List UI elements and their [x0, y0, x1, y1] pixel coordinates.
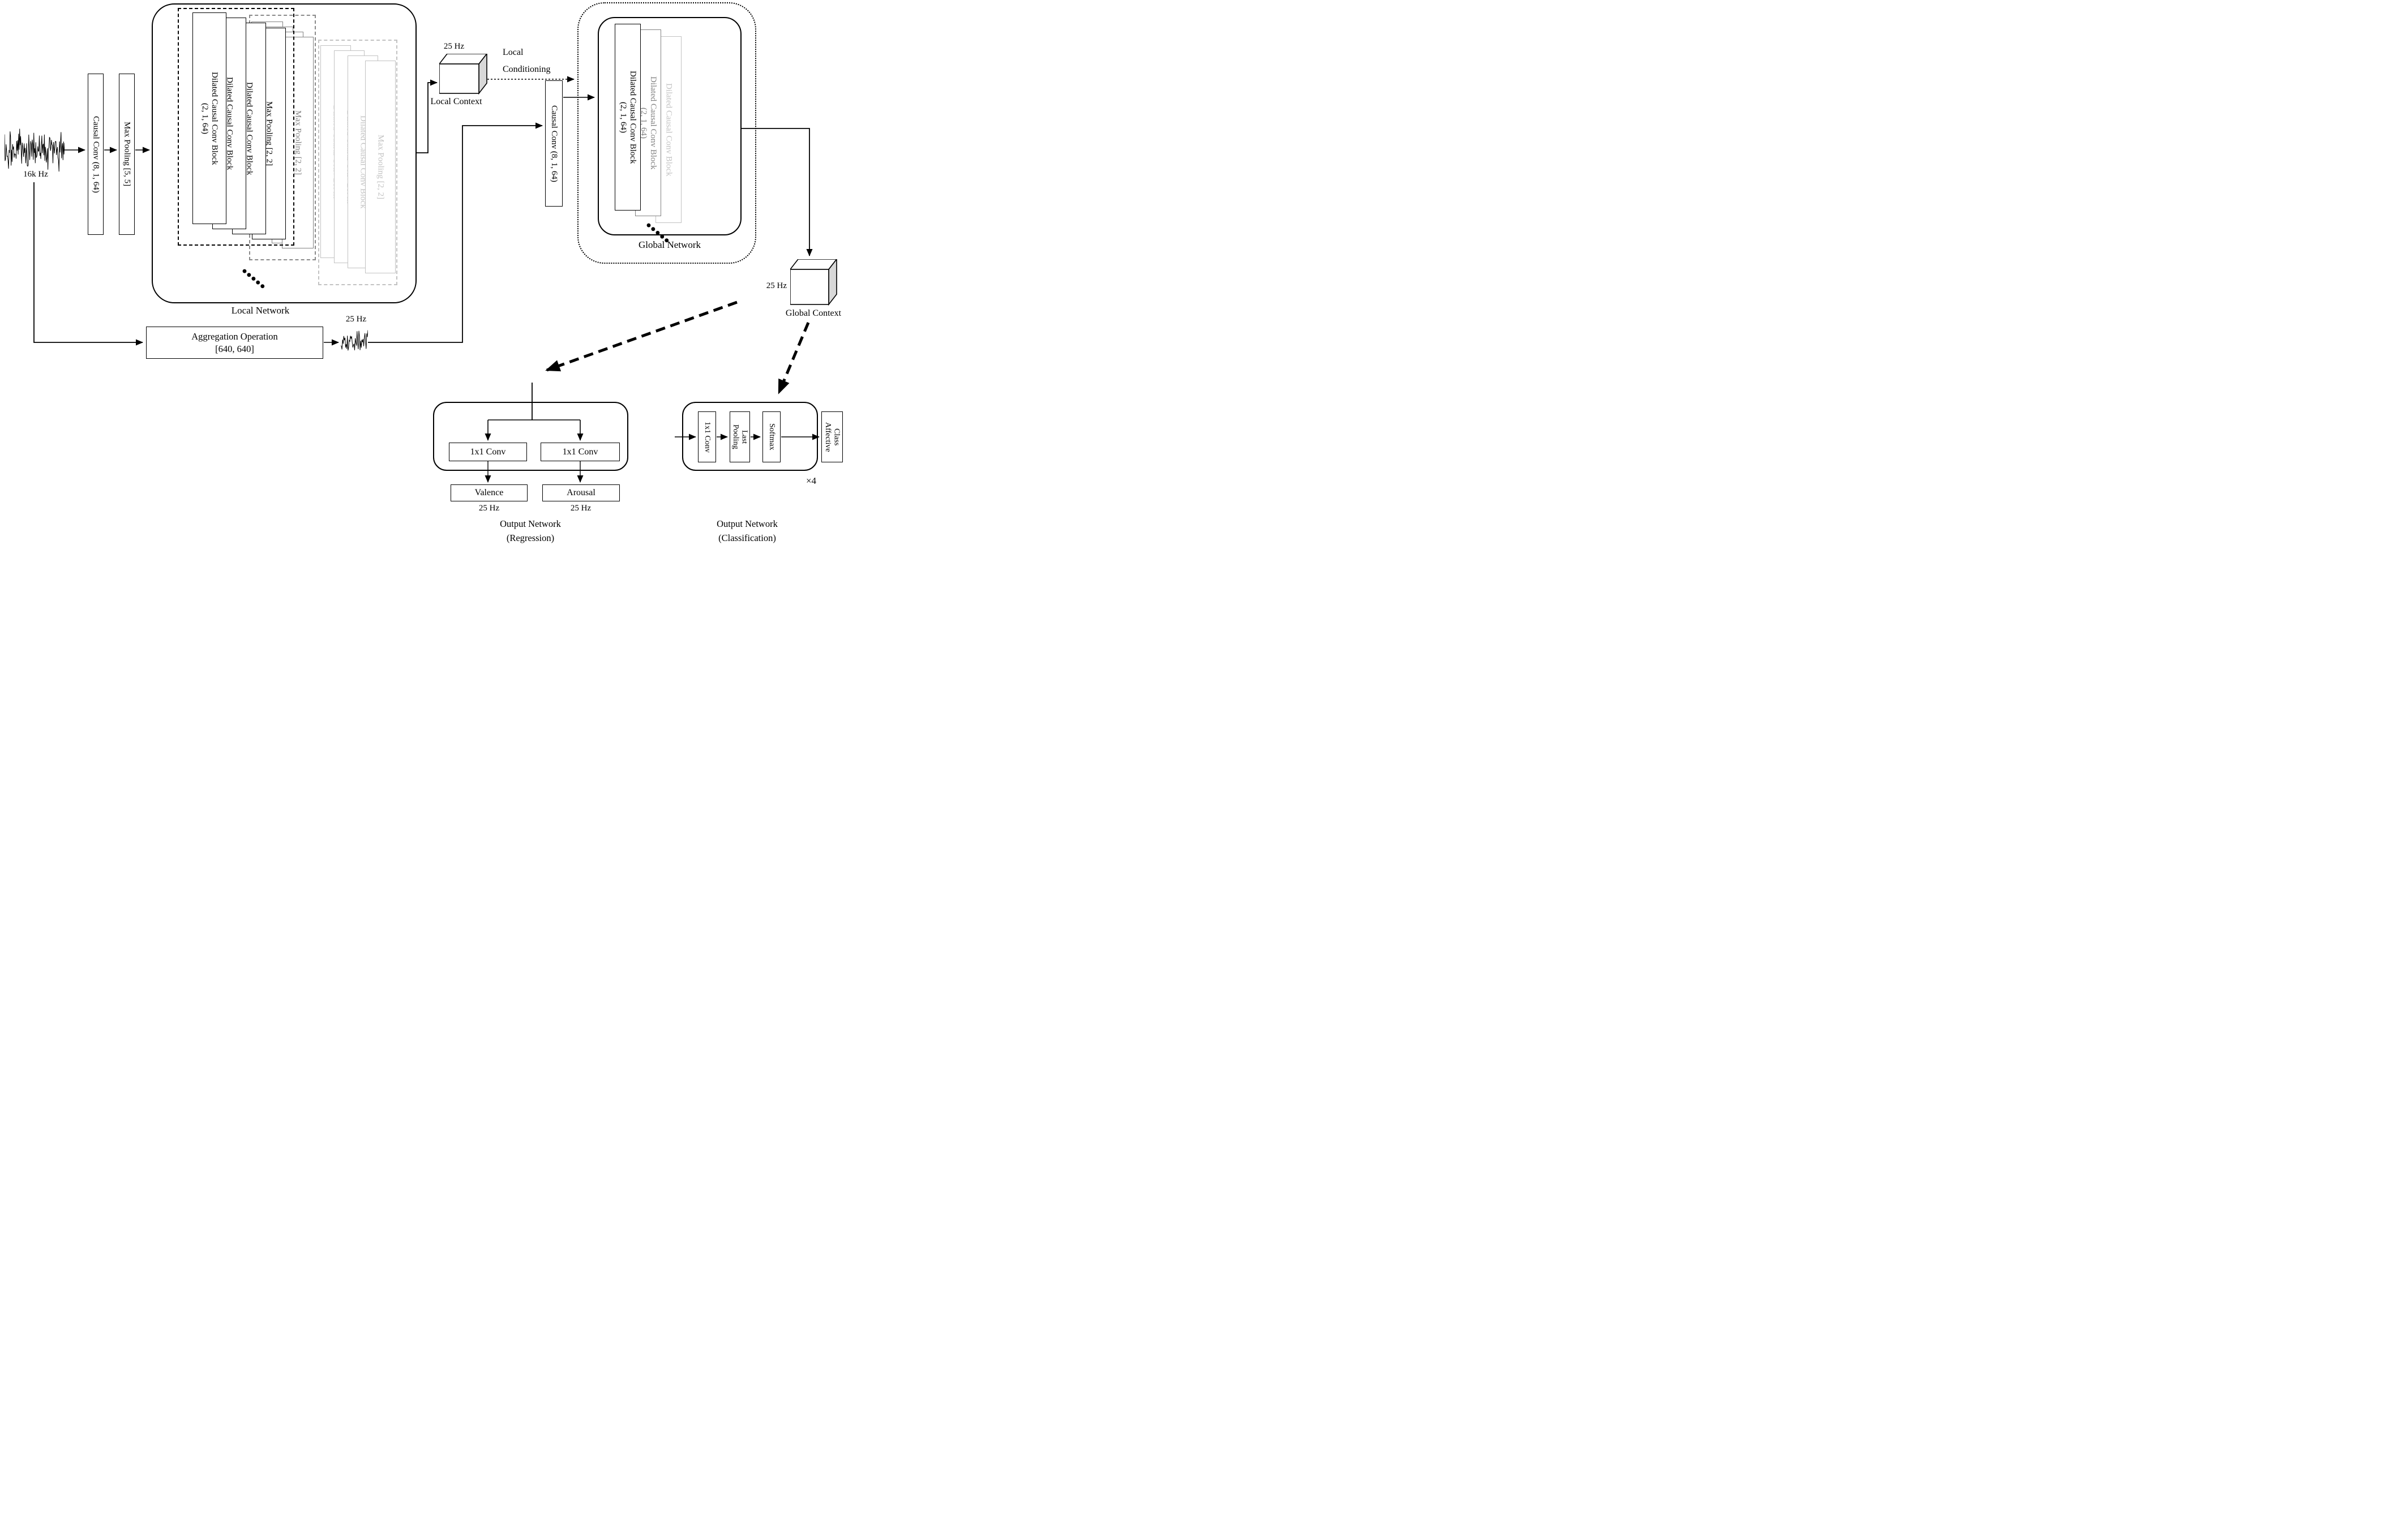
local-black-block-1: Dilated Causal Conv Block (2, 1, 64)	[192, 12, 226, 224]
local-black-block-1-label: Dilated Causal Conv Block (2, 1, 64)	[200, 71, 219, 165]
arrow-context-to-classification	[777, 322, 810, 394]
max-pooling-55-label: Max Pooling [5, 5]	[122, 122, 132, 187]
arousal-box: Arousal	[542, 484, 620, 501]
affective-class-label: Affective Class	[824, 422, 841, 452]
local-context-cube	[439, 54, 488, 95]
local-black-block-4-label: Max Pooling [2, 2]	[264, 101, 274, 166]
times-4-label: ×4	[805, 475, 817, 486]
architecture-diagram: 16k Hz Causal Conv (8, 1, 64) Max Poolin…	[0, 0, 876, 551]
input-rate-label: 16k Hz	[23, 170, 48, 179]
global-context-label: Global Context	[785, 308, 842, 318]
last-pooling-label: Last Pooling	[731, 424, 749, 449]
global-block-1: Dilated Causal Conv Block (2, 1, 64)	[615, 24, 641, 211]
local-context-rate: 25 Hz	[443, 42, 465, 51]
local-light-block-4: Max Pooling [2, 2]	[365, 61, 396, 273]
regression-network-box	[433, 402, 628, 471]
causal-conv-2-box: Causal Conv (8, 1, 64)	[545, 80, 563, 207]
valence-box: Valence	[451, 484, 528, 501]
local-network-label: Local Network	[231, 305, 290, 316]
global-context-cube	[790, 259, 838, 306]
arrow-context-to-regression	[545, 301, 738, 372]
waveform-25hz-icon	[341, 330, 368, 351]
conditioning-label-2: Conditioning	[503, 65, 551, 74]
regression-caption-2: (Regression)	[506, 533, 555, 543]
aggregation-label-2: [640, 640]	[215, 343, 254, 354]
global-block-2-label: Dilated Causal Conv Block (2, 1, 64)	[639, 76, 658, 170]
max-pooling-55-box: Max Pooling [5, 5]	[119, 74, 135, 235]
global-network-label: Global Network	[638, 239, 701, 250]
aggregated-rate-label: 25 Hz	[345, 315, 367, 324]
softmax-box: Softmax	[762, 411, 781, 462]
local-medium-block-4-label: Max Pooling [2, 2]	[293, 110, 303, 175]
aggregation-label-1: Aggregation Operation	[191, 331, 278, 342]
local-medium-block-4: Max Pooling [2, 2]	[282, 37, 314, 248]
classification-conv-label: 1x1 Conv	[702, 421, 712, 453]
local-light-block-4-label: Max Pooling [2, 2]	[376, 134, 385, 200]
regression-conv-right-label: 1x1 Conv	[562, 447, 598, 457]
causal-conv-1-box: Causal Conv (8, 1, 64)	[88, 74, 104, 235]
regression-conv-left-box: 1x1 Conv	[449, 443, 527, 461]
waveform-16k-icon	[5, 128, 65, 172]
arrow-localnet-to-context	[417, 79, 438, 153]
local-repeat-group-black	[178, 8, 294, 246]
softmax-label: Softmax	[767, 423, 776, 450]
last-pooling-box: Last Pooling	[730, 411, 750, 462]
global-block-1-label: Dilated Causal Conv Block (2, 1, 64)	[619, 70, 637, 164]
regression-caption-1: Output Network	[500, 518, 561, 529]
affective-class-box: Affective Class	[821, 411, 843, 462]
valence-label: Valence	[474, 488, 504, 497]
causal-conv-2-label: Causal Conv (8, 1, 64)	[549, 105, 559, 182]
regression-conv-left-label: 1x1 Conv	[470, 447, 506, 457]
classification-caption-2: (Classification)	[718, 533, 776, 543]
local-black-block-3-label: Dilated Causal Conv Block	[245, 81, 254, 175]
causal-conv-1-label: Causal Conv (8, 1, 64)	[91, 115, 101, 193]
arousal-rate-label: 25 Hz	[570, 504, 592, 513]
local-context-label: Local Context	[430, 97, 482, 106]
global-context-rate: 25 Hz	[766, 281, 787, 290]
global-network-inner-box	[598, 17, 742, 235]
global-block-3-label: Dilated Causal Conv Block	[664, 83, 674, 177]
conditioning-label-1: Local	[503, 48, 524, 57]
arousal-label: Arousal	[567, 488, 595, 497]
classification-conv-box: 1x1 Conv	[698, 411, 716, 462]
local-black-block-2-label: Dilated Causal Conv Block	[225, 76, 234, 170]
regression-conv-right-box: 1x1 Conv	[541, 443, 620, 461]
classification-caption-1: Output Network	[717, 518, 778, 529]
valence-rate-label: 25 Hz	[478, 504, 500, 513]
aggregation-box: Aggregation Operation [640, 640]	[146, 327, 323, 359]
